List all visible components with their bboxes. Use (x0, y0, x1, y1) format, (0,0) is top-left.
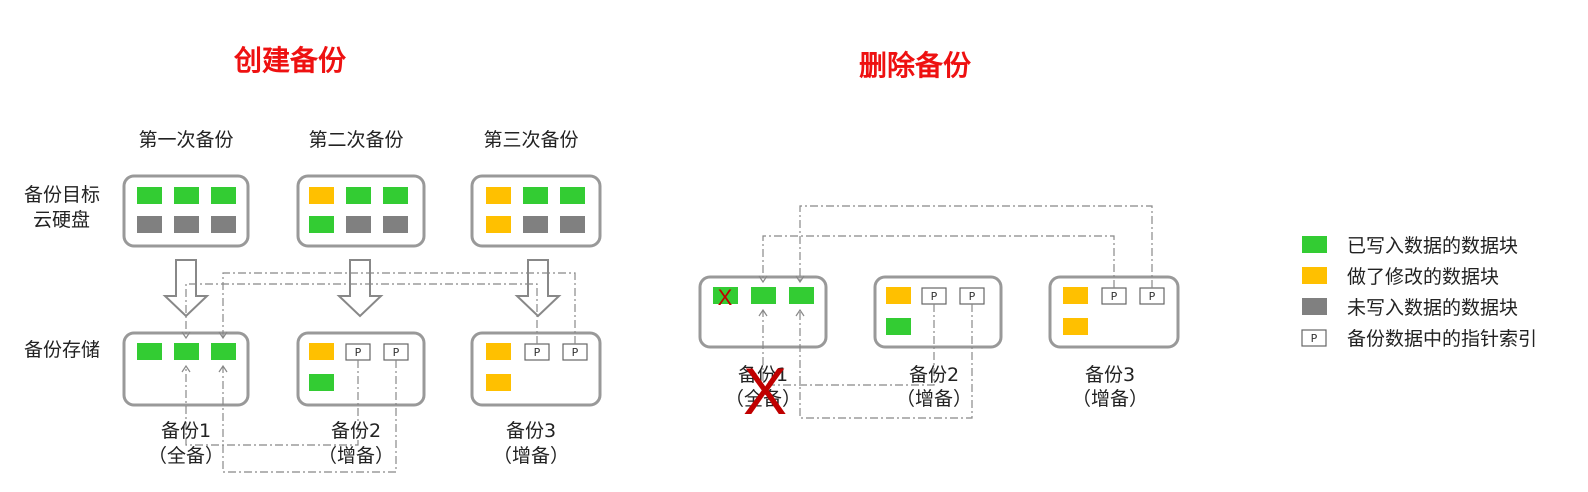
block-gray (211, 216, 236, 233)
legend-label-modified: 做了修改的数据块 (1347, 266, 1499, 288)
delete-backup2-type: （增备） (896, 388, 972, 410)
delete-backup-title: 删除备份 (859, 49, 971, 82)
pointer-letter: P (1311, 332, 1318, 345)
column-header-first: 第一次备份 (138, 129, 233, 151)
storage-blocks-delete: X P P P P (713, 285, 1165, 335)
block-green (751, 287, 776, 304)
delete-backup3-type: （增备） (1072, 388, 1148, 410)
block-green (560, 187, 585, 204)
legend-label-pointer: 备份数据中的指针索引 (1347, 328, 1537, 350)
pointer-letter: P (931, 290, 938, 303)
column-header-second: 第二次备份 (308, 129, 403, 151)
pointer-links-delete (763, 205, 1153, 419)
storage-blocks-create: P P P P (137, 343, 588, 391)
disk-box-first (122, 174, 250, 248)
disk-blocks (137, 187, 585, 233)
pointer-letter: P (534, 346, 541, 359)
backup3-type: （增备） (493, 445, 569, 467)
row-label-target-line2: 云硬盘 (33, 209, 90, 231)
row-label-target-line1: 备份目标 (24, 184, 100, 206)
write-arrow-third (514, 259, 562, 318)
block-green (886, 318, 911, 335)
block-green (309, 374, 334, 391)
backup3-name: 备份3 (506, 420, 556, 442)
block-yellow (1063, 318, 1088, 335)
pointer-letter: P (393, 346, 400, 359)
disk-box-third (470, 174, 602, 248)
pointer-letter: P (572, 346, 579, 359)
block-green (713, 287, 738, 304)
big-delete-mark: X (743, 354, 787, 428)
delete-backup1-type: （全备） (725, 388, 801, 410)
pointer-letter: P (355, 346, 362, 359)
legend-swatch-gray (1302, 298, 1327, 315)
block-green (346, 187, 371, 204)
pointer-links-create (186, 272, 576, 473)
column-header-third: 第三次备份 (483, 129, 578, 151)
block-gray (560, 216, 585, 233)
small-delete-mark: X (718, 285, 733, 310)
block-gray (383, 216, 408, 233)
block-gray (174, 216, 199, 233)
backup1-type: （全备） (148, 445, 224, 467)
block-gray (346, 216, 371, 233)
legend: 已写入数据的数据块 做了修改的数据块 未写入数据的数据块 P 备份数据中的指针索… (1301, 235, 1537, 350)
block-green (789, 287, 814, 304)
legend-swatch-pointer (1301, 329, 1327, 347)
block-yellow (309, 187, 334, 204)
block-green (383, 187, 408, 204)
block-yellow (886, 287, 911, 304)
block-green (211, 187, 236, 204)
block-green (137, 343, 162, 360)
pointer-letter: P (969, 290, 976, 303)
block-green (174, 343, 199, 360)
legend-swatch-yellow (1302, 267, 1327, 284)
block-yellow (486, 216, 511, 233)
block-green (137, 187, 162, 204)
backup1-name: 备份1 (161, 420, 211, 442)
legend-label-unwritten: 未写入数据的数据块 (1347, 297, 1518, 319)
create-backup-title: 创建备份 (233, 44, 346, 77)
block-green (309, 216, 334, 233)
row-label-storage: 备份存储 (24, 339, 100, 361)
block-yellow (486, 374, 511, 391)
write-arrow-second (336, 259, 384, 318)
block-green (211, 343, 236, 360)
block-yellow (309, 343, 334, 360)
block-gray (137, 216, 162, 233)
block-yellow (1063, 287, 1088, 304)
delete-backup3-name: 备份3 (1085, 364, 1135, 386)
write-arrow-first (162, 259, 210, 318)
pointer-letter: P (1111, 290, 1118, 303)
legend-swatch-green (1302, 236, 1327, 253)
delete-backup1-name: 备份1 (738, 364, 788, 386)
disk-box-second (296, 174, 426, 248)
block-green (523, 187, 548, 204)
delete-backup2-name: 备份2 (909, 364, 959, 386)
pointer-letter: P (1149, 290, 1156, 303)
block-yellow (486, 187, 511, 204)
block-green (174, 187, 199, 204)
legend-label-written: 已写入数据的数据块 (1347, 235, 1518, 257)
block-yellow (486, 343, 511, 360)
backup2-name: 备份2 (331, 420, 381, 442)
backup2-type: （增备） (318, 445, 394, 467)
block-gray (523, 216, 548, 233)
